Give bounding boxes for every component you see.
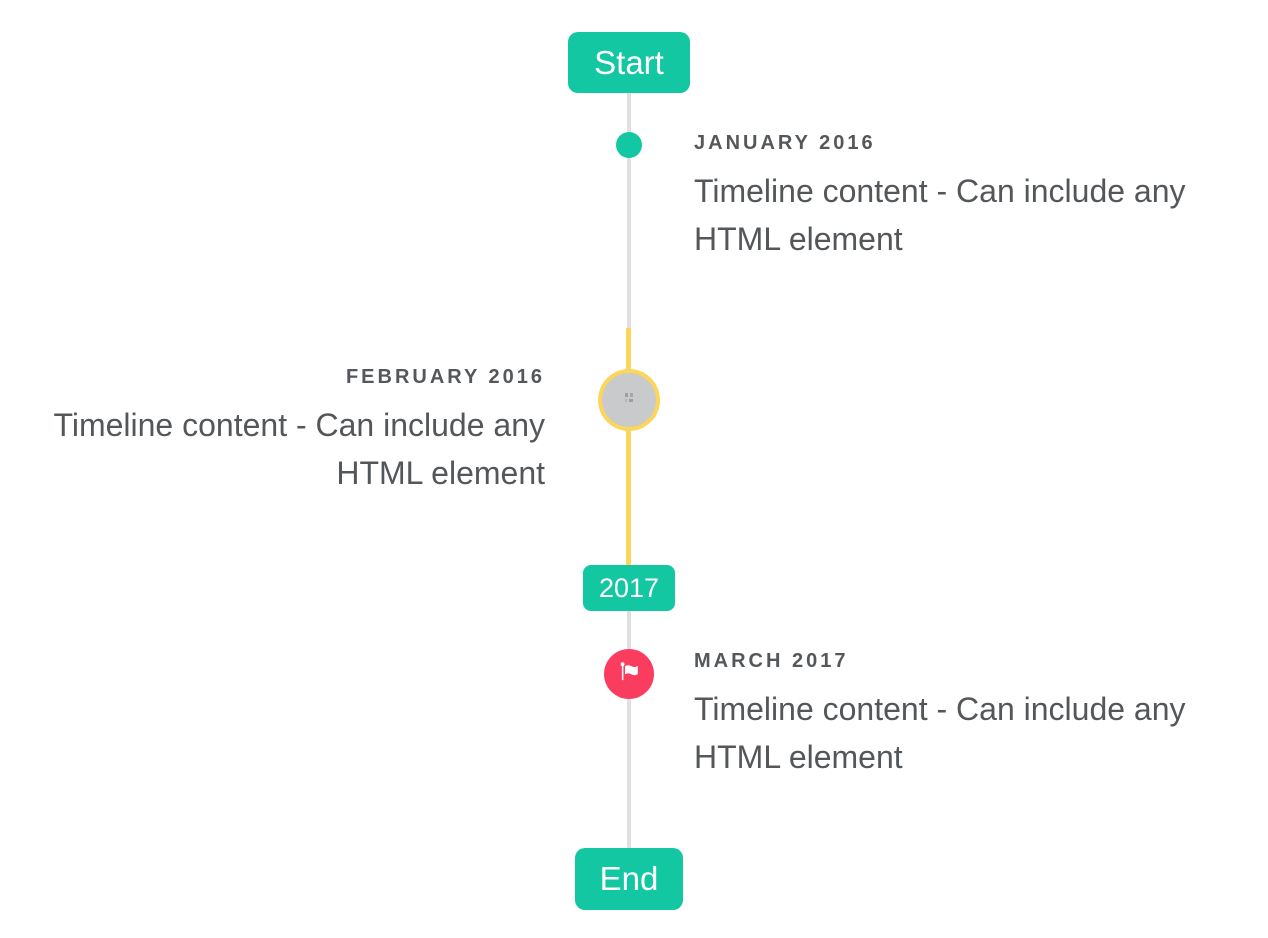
event-content-text: Timeline content - Can include any HTML … [53,407,545,491]
flag-icon [617,660,641,689]
event-date-label: MARCH 2017 [694,650,849,672]
event-date-label: FEBRUARY 2016 [345,366,545,388]
timeline-event-march-2017: MARCH 2017 Timeline content - Can includ… [694,651,1239,781]
timeline-event-january-2016: JANUARY 2016 Timeline content - Can incl… [694,133,1239,263]
event-dot-marker [616,132,642,158]
timeline-event-february-2016: FEBRUARY 2016 Timeline content - Can inc… [0,367,545,497]
year-badge[interactable]: 2017 [583,565,675,611]
event-content-text: Timeline content - Can include any HTML … [694,691,1186,775]
end-button[interactable]: End [575,848,683,910]
event-date-label: JANUARY 2016 [694,132,876,154]
broken-image-icon [621,391,637,409]
event-image-marker [598,369,660,431]
event-flag-marker [604,649,654,699]
start-button[interactable]: Start [568,32,690,93]
event-content-text: Timeline content - Can include any HTML … [694,173,1186,257]
timeline-spine-highlight-segment [626,328,631,566]
